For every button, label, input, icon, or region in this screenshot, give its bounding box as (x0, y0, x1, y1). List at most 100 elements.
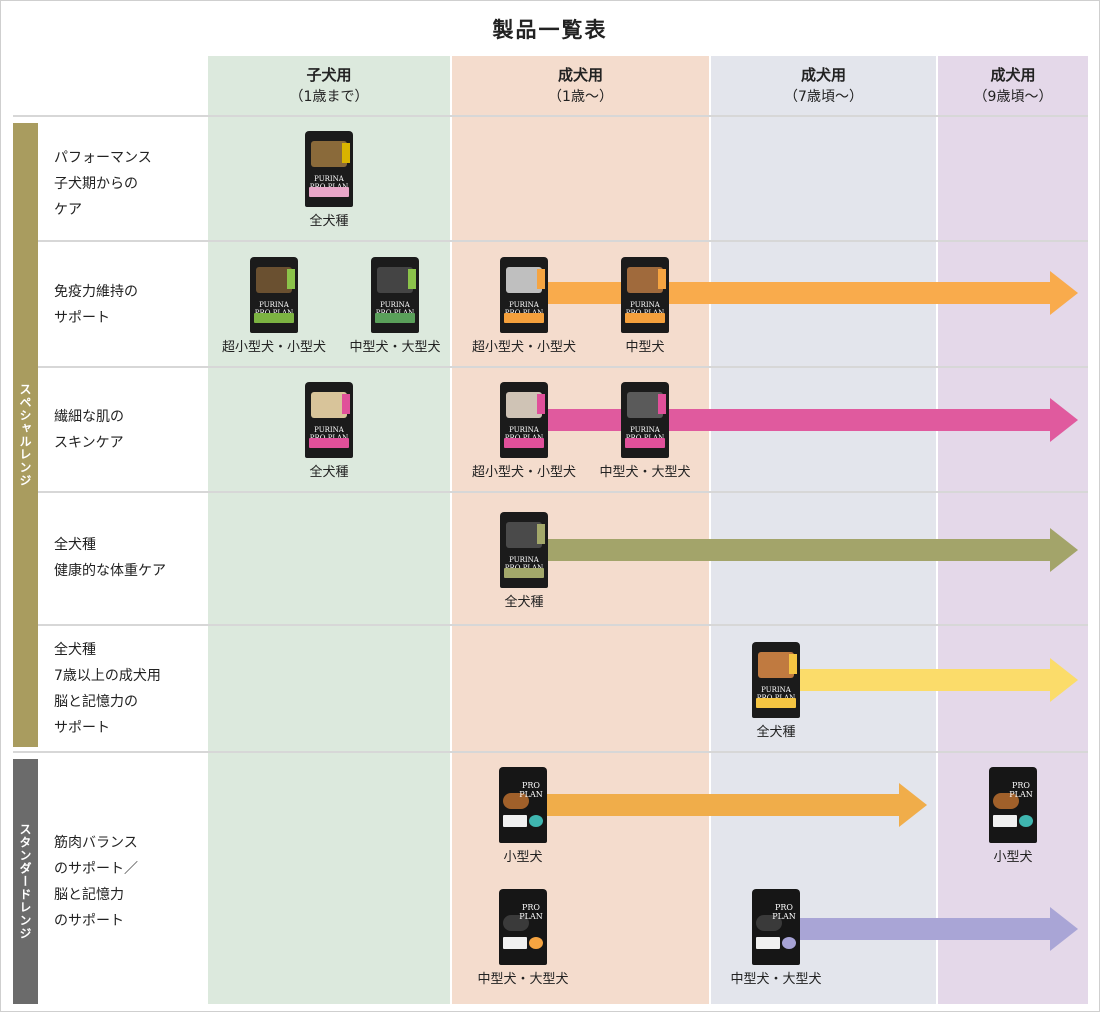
product-package[interactable]: PURINA PRO PLAN (621, 257, 669, 333)
side-tag (287, 269, 295, 289)
label-band (504, 313, 544, 323)
brand-logo: PRO PLAN (772, 903, 796, 921)
product-package[interactable]: PRO PLAN (752, 889, 800, 965)
product-bag: PRO PLAN (499, 889, 547, 965)
row-divider (13, 115, 1088, 117)
column-header-label: 子犬用 (306, 66, 352, 84)
range-arrow-immunity (545, 271, 1078, 315)
label-band (993, 815, 1017, 827)
arrow-head (1050, 658, 1078, 702)
column-header-label: 成犬用 (800, 66, 846, 84)
group-bar-special: スペシャルレンジ (13, 123, 38, 747)
range-arrow-muscle-large (797, 907, 1078, 951)
product-bag: PRO PLAN (752, 889, 800, 965)
badge-icon (782, 937, 796, 949)
product-bag: PURINA PRO PLAN (500, 512, 548, 588)
label-band (309, 438, 349, 448)
side-tag (537, 269, 545, 289)
brand-logo: PRO PLAN (519, 781, 543, 799)
dog-photo (503, 915, 529, 931)
label-band (254, 313, 294, 323)
dog-photo (256, 267, 292, 293)
column-header-adult: 成犬用 （1歳～） (452, 56, 709, 116)
arrow-shaft (545, 282, 1050, 304)
side-tag (789, 654, 797, 674)
product-bag: PURINA PRO PLAN (500, 257, 548, 333)
product-bag: PURINA PRO PLAN (250, 257, 298, 333)
row-label-senior: 全犬種 7歳以上の成犬用 脳と記憶力の サポート (54, 642, 161, 736)
row-divider (38, 491, 1088, 493)
column-header-puppy: 子犬用 （1歳まで） (208, 56, 450, 116)
row-label-weight: 全犬種 健康的な体重ケア (54, 537, 166, 579)
column-bg-adult-7 (711, 56, 936, 1004)
column-header-sub: （1歳～） (548, 89, 613, 105)
arrow-head (1050, 271, 1078, 315)
dog-photo (627, 392, 663, 418)
product-package[interactable]: PURINA PRO PLAN (500, 257, 548, 333)
arrow-shaft (797, 669, 1050, 691)
column-header-adult-7: 成犬用 （7歳頃～） (711, 56, 936, 116)
product-package[interactable]: PURINA PRO PLAN (371, 257, 419, 333)
product-package[interactable]: PURINA PRO PLAN (250, 257, 298, 333)
dog-photo (506, 392, 542, 418)
group-bar-standard: スタンダードレンジ (13, 759, 38, 1004)
column-header-sub: （1歳まで） (289, 89, 369, 105)
arrow-head (1050, 398, 1078, 442)
product-caption: 全犬種 (309, 214, 349, 229)
arrow-shaft (545, 794, 899, 816)
label-band (309, 187, 349, 197)
product-package[interactable]: PRO PLAN (499, 889, 547, 965)
page-title: 製品一覧表 (492, 18, 608, 42)
product-package[interactable]: PRO PLAN (499, 767, 547, 843)
dog-photo (993, 793, 1019, 809)
row-divider (38, 240, 1088, 242)
dog-photo (377, 267, 413, 293)
dog-photo (506, 267, 542, 293)
product-package[interactable]: PURINA PRO PLAN (500, 382, 548, 458)
product-bag: PURINA PRO PLAN (371, 257, 419, 333)
column-header-sub: （7歳頃～） (784, 89, 863, 105)
product-caption: 中型犬・大型犬 (730, 972, 822, 987)
product-package[interactable]: PURINA PRO PLAN (621, 382, 669, 458)
side-tag (658, 269, 666, 289)
dog-photo (311, 141, 347, 167)
product-caption: 中型犬・大型犬 (477, 972, 569, 987)
dog-photo (627, 267, 663, 293)
column-header-adult-9: 成犬用 （9歳頃～） (938, 56, 1088, 116)
label-band (756, 937, 780, 949)
product-caption: 超小型犬・小型犬 (471, 340, 576, 355)
badge-icon (529, 815, 543, 827)
range-arrow-weight (545, 528, 1078, 572)
dog-photo (503, 793, 529, 809)
arrow-shaft (545, 409, 1050, 431)
product-caption: 中型犬 (625, 340, 665, 355)
dog-photo (758, 652, 794, 678)
side-tag (342, 394, 350, 414)
label-band (503, 815, 527, 827)
label-band (625, 438, 665, 448)
column-header-label: 成犬用 (990, 66, 1036, 84)
label-band (756, 698, 796, 708)
product-package[interactable]: PURINA PRO PLAN (305, 382, 353, 458)
product-package[interactable]: PRO PLAN (989, 767, 1037, 843)
product-bag: PURINA PRO PLAN (500, 382, 548, 458)
range-arrow-skin (545, 398, 1078, 442)
product-bag: PURINA PRO PLAN (305, 131, 353, 207)
label-band (375, 313, 415, 323)
dog-photo (311, 392, 347, 418)
group-label: スタンダードレンジ (18, 823, 32, 940)
side-tag (537, 524, 545, 544)
arrow-head (899, 783, 927, 827)
product-package[interactable]: PURINA PRO PLAN (500, 512, 548, 588)
side-tag (537, 394, 545, 414)
product-package[interactable]: PURINA PRO PLAN (305, 131, 353, 207)
product-package[interactable]: PURINA PRO PLAN (752, 642, 800, 718)
product-caption: 中型犬・大型犬 (349, 340, 441, 355)
product-caption: 小型犬 (993, 850, 1033, 865)
arrow-shaft (545, 539, 1050, 561)
brand-logo: PRO PLAN (1009, 781, 1033, 799)
product-bag: PRO PLAN (989, 767, 1037, 843)
badge-icon (1019, 815, 1033, 827)
product-caption: 全犬種 (756, 725, 796, 740)
arrow-shaft (797, 918, 1050, 940)
